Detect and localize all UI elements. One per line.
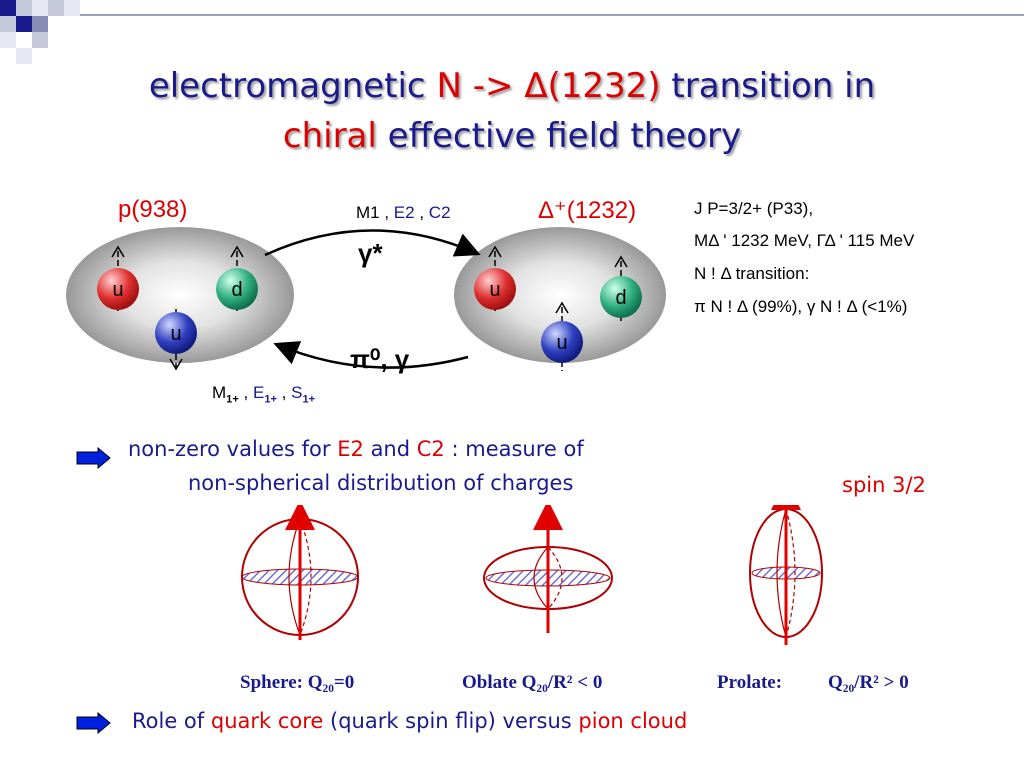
svg-text:u: u: [556, 332, 567, 354]
info-quantum-numbers: J P=3/2+ (P33),: [694, 199, 814, 218]
deformation-shapes: [241, 505, 823, 645]
bullet2-line: Role of quark core (quark spin flip) ver…: [132, 709, 687, 733]
transition-diagram: u d u u d u: [66, 227, 666, 371]
arrow-bullet-icon: [76, 447, 111, 469]
text: Role of: [132, 709, 205, 733]
title-part: electromagnetic: [148, 66, 426, 106]
separator: ,: [419, 203, 425, 222]
e2-label: E2: [393, 203, 415, 222]
quark-d-green: d: [600, 255, 642, 323]
pion-cloud-highlight: pion cloud: [578, 709, 688, 733]
sphere-shape: [241, 505, 359, 640]
title-highlight: N -> Δ(1232): [436, 66, 661, 106]
prolate-shape: [749, 505, 823, 645]
arrow-bullet-icon: [76, 712, 111, 734]
separator: ,: [281, 383, 287, 402]
quark-core-highlight: quark core: [210, 709, 324, 733]
info-transition: N ! Δ transition:: [694, 264, 810, 283]
decay-arrow: [273, 341, 469, 369]
quark-u-red: u: [97, 245, 139, 313]
title-part: transition in: [671, 66, 876, 106]
text: : measure of: [451, 437, 584, 461]
subscript: 1+: [302, 393, 316, 406]
quark-u-blue: u: [155, 309, 197, 371]
title-highlight: chiral: [282, 116, 377, 156]
svg-text:u: u: [489, 279, 500, 301]
excitation-arrow: [264, 229, 481, 257]
bullet1-line2: non-spherical distribution of charges: [188, 471, 574, 495]
delta-ellipse: [454, 227, 666, 363]
s-label: S: [291, 383, 303, 402]
info-mass-width: MΔ ' 1232 MeV, ΓΔ ' 115 MeV: [694, 231, 915, 250]
text: and: [370, 437, 411, 461]
oblate-caption: Oblate Q₂₀/R² < 0: [462, 672, 603, 693]
proton-label: p(938): [118, 196, 188, 223]
sphere-caption: Sphere: Q₂₀=0: [240, 672, 355, 693]
title-part: effective field theory: [387, 116, 742, 156]
svg-text:d: d: [615, 287, 626, 309]
prolate-caption: Prolate:: [717, 672, 783, 693]
gamma-star-label: γ*: [358, 238, 383, 268]
quark-u-blue: u: [541, 301, 583, 371]
m-label: M: [212, 383, 227, 402]
delta-label: Δ⁺(1232): [538, 197, 637, 224]
quark-d-green: d: [216, 245, 258, 313]
c2-label: C2: [428, 203, 451, 222]
bullet1-line1: non-zero values for E2 and C2 : measure …: [128, 437, 584, 461]
svg-text:u: u: [170, 323, 181, 345]
info-branching: π N ! Δ (99%), γ N ! Δ (<1%): [694, 297, 908, 316]
subscript: 1+: [226, 393, 239, 406]
slide-title-line1: electromagnetic N -> Δ(1232) transition …: [0, 66, 1024, 106]
m1-label: M1 ,: [356, 203, 390, 222]
prolate-value: Q₂₀/R² > 0: [828, 672, 909, 693]
e-label: E: [252, 383, 265, 402]
svg-text:d: d: [231, 279, 242, 301]
multipoles-top: M1 , E2 , C2: [356, 203, 451, 223]
e2-highlight: E2: [337, 437, 364, 461]
text: non-zero values for: [128, 437, 331, 461]
text: (quark spin flip) versus: [330, 709, 572, 733]
separator: ,: [243, 383, 249, 402]
multipoles-bottom: M1+ , E1+ , S1+: [212, 383, 315, 405]
c2-highlight: C2: [416, 437, 445, 461]
svg-text:u: u: [112, 279, 123, 301]
pion-gamma-label: π⁰, γ: [350, 344, 410, 374]
quark-u-red: u: [474, 245, 516, 313]
oblate-shape: [483, 505, 613, 633]
slide-title-line2: chiral effective field theory: [0, 116, 1024, 156]
subscript: 1+: [264, 393, 277, 406]
spin-label: spin 3/2: [842, 473, 926, 497]
